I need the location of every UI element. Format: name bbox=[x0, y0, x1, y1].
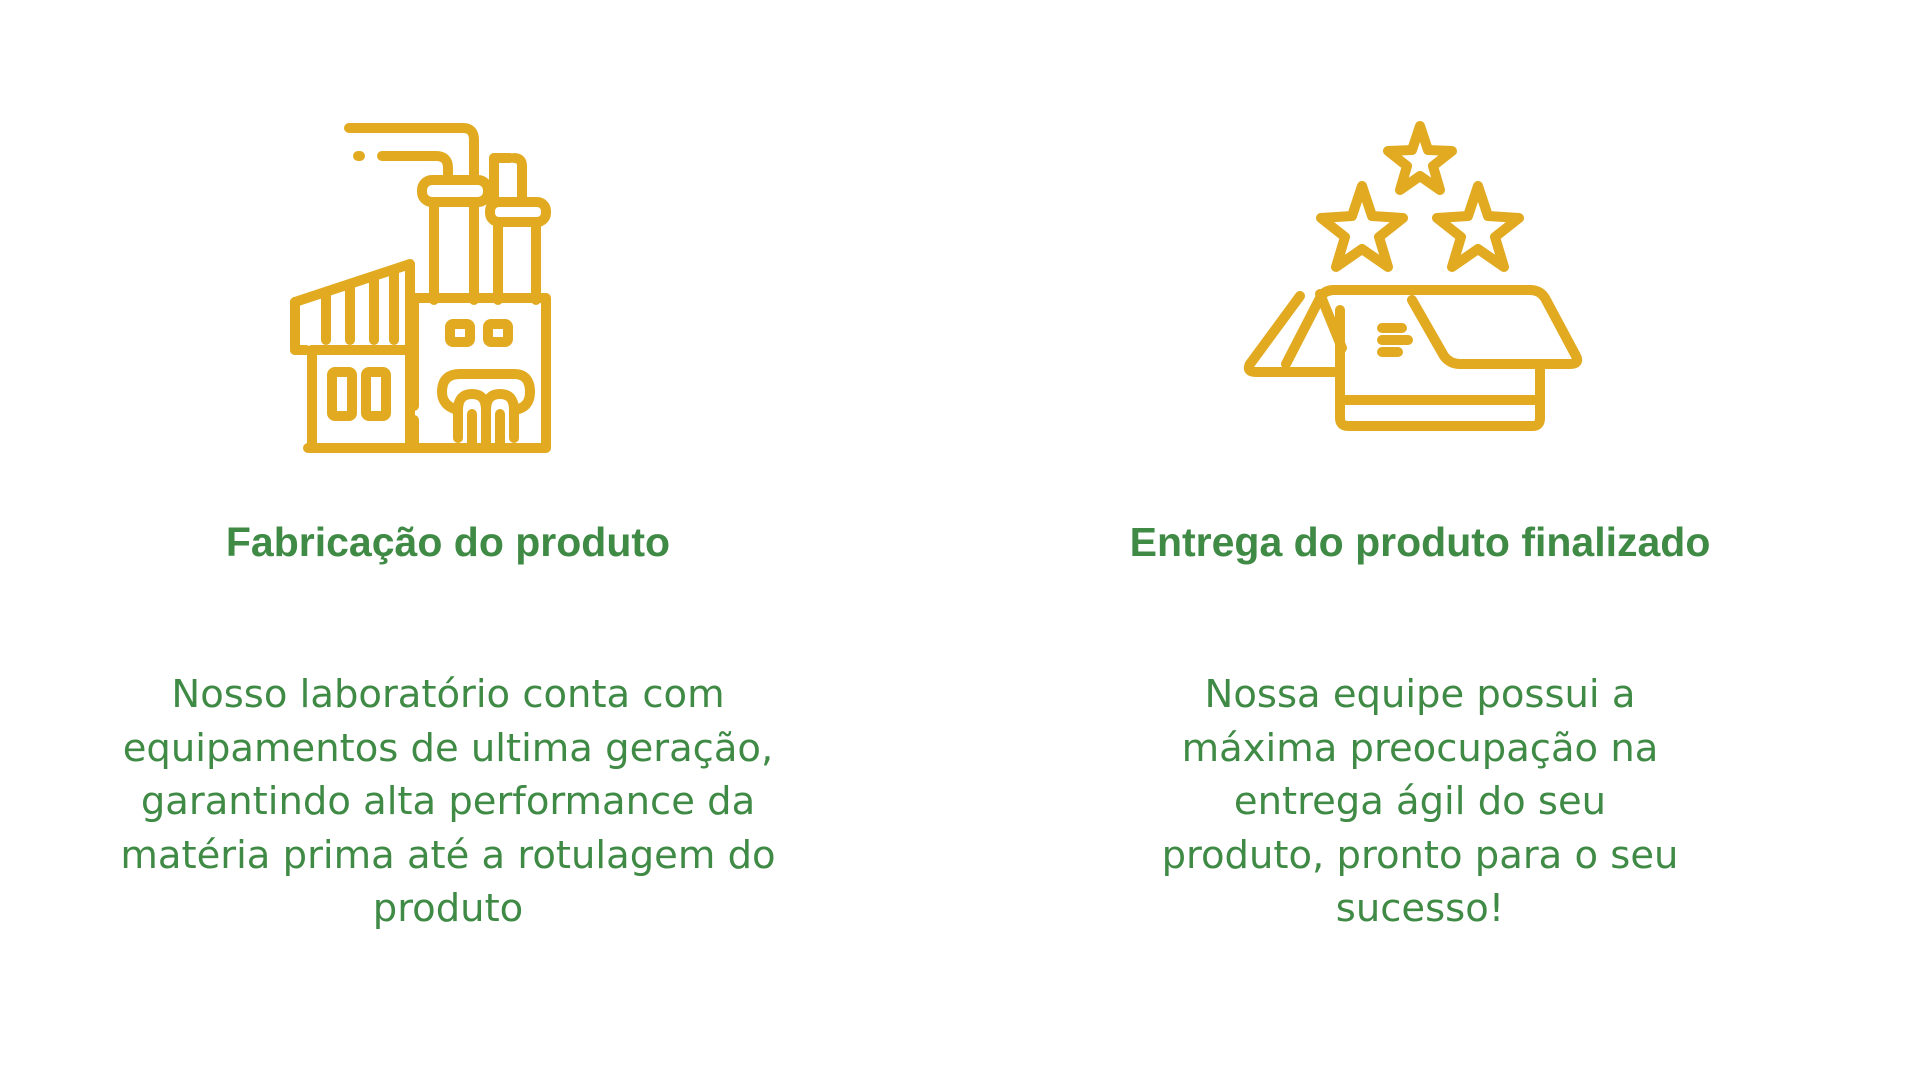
open-box-stars-icon bbox=[1243, 121, 1583, 431]
feature-title: Entrega do produto finalizado bbox=[1129, 519, 1711, 565]
feature-title: Fabricação do produto bbox=[225, 519, 671, 565]
feature-delivery: Entrega do produto finalizado Nossa equi… bbox=[1040, 0, 1800, 1080]
feature-description: Nossa equipe possui a máxima preocupação… bbox=[1161, 672, 1679, 931]
open-box-stars-icon-wrapper bbox=[1040, 108, 1800, 458]
feature-description: Nosso laboratório conta com equipamentos… bbox=[120, 672, 776, 931]
feature-manufacturing: Fabricação do produto Nosso laboratório … bbox=[68, 0, 828, 1080]
factory-icon bbox=[290, 123, 551, 453]
factory-icon-wrapper bbox=[68, 108, 828, 458]
